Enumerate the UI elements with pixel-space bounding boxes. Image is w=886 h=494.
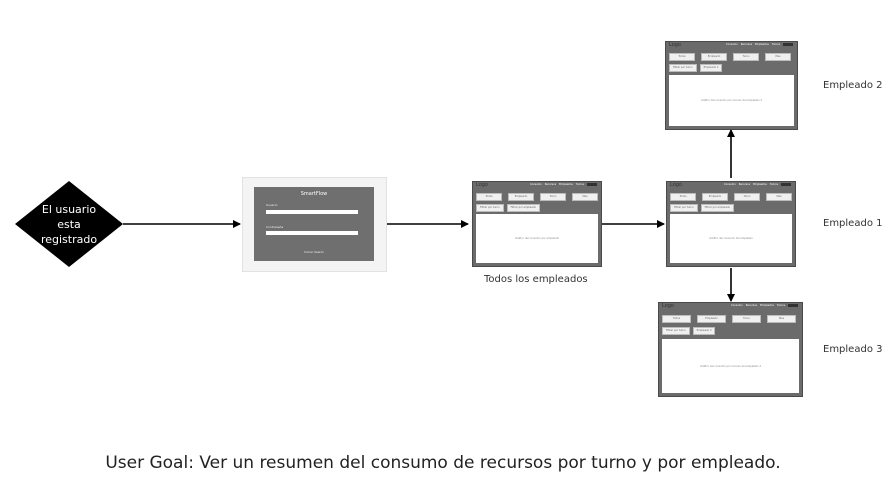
chart-panel: Gráfico del consumo por empleado: [476, 214, 598, 263]
filter-buttons: Todos Empleado Turno Mes: [476, 193, 598, 201]
label-todos-empleados: Todos los empleados: [484, 274, 588, 285]
select-turno[interactable]: Filtrar por turno: [670, 204, 698, 212]
label-empleado-3: Empleado 3: [823, 344, 883, 355]
select-row: Filtrar por turno Empleado 3: [662, 327, 716, 335]
login-screen: SmartFlow Usuario Contraseña Iniciar Ses…: [242, 177, 387, 272]
filter-button[interactable]: Todos: [669, 53, 695, 61]
filter-button[interactable]: Turno: [733, 53, 759, 61]
filter-button[interactable]: Mes: [767, 315, 796, 323]
nav-button[interactable]: [587, 183, 597, 186]
nav-item[interactable]: Empleados: [559, 183, 573, 186]
password-input[interactable]: [266, 231, 358, 235]
screen-empleado-1: Logo Consumo Recursos Empleados Turnos T…: [666, 181, 796, 267]
user-input[interactable]: [266, 210, 358, 214]
filter-buttons: Todos Empleado Turno Mes: [669, 53, 791, 61]
nav-item[interactable]: Turnos: [575, 183, 584, 186]
login-submit-button[interactable]: Iniciar Sesión: [303, 250, 324, 254]
filter-buttons: Todos Empleado Turno Mes: [662, 315, 796, 323]
filter-button[interactable]: Empleado: [702, 193, 728, 201]
select-turno[interactable]: Filtrar por turno: [662, 327, 690, 335]
select-empleado[interactable]: Filtrar por empleado: [506, 204, 540, 212]
filter-button[interactable]: Turno: [732, 315, 761, 323]
nav-button[interactable]: [781, 183, 791, 186]
nav-item[interactable]: Consumo: [726, 43, 738, 46]
login-form: SmartFlow Usuario Contraseña Iniciar Ses…: [254, 187, 374, 261]
nav-item[interactable]: Recursos: [740, 43, 753, 46]
filter-button[interactable]: Turno: [540, 193, 566, 201]
screen-nav: Consumo Recursos Empleados Turnos: [530, 183, 597, 186]
filter-button[interactable]: Todos: [476, 193, 502, 201]
screen-empleado-2: Logo Consumo Recursos Empleados Turnos T…: [665, 41, 798, 130]
decision-text: El usuario esta registrado: [40, 202, 98, 246]
panel-text: Gráfico del consumo del empleado: [709, 237, 753, 240]
screen-logo: Logo: [662, 303, 674, 309]
user-goal-caption: User Goal: Ver un resumen del consumo de…: [105, 453, 781, 473]
select-turno[interactable]: Filtrar por turno: [476, 204, 504, 212]
filter-button[interactable]: Mes: [765, 53, 791, 61]
select-row: Filtrar por turno Filtrar por empleado: [476, 204, 540, 212]
decision-node: El usuario esta registrado: [15, 181, 123, 267]
select-empleado[interactable]: Filtrar por empleado: [700, 204, 734, 212]
panel-text: Gráfico del consumo por empleado: [515, 237, 559, 240]
filter-button[interactable]: Mes: [766, 193, 792, 201]
nav-item[interactable]: Empleados: [760, 304, 774, 307]
nav-item[interactable]: Empleados: [753, 183, 767, 186]
screen-logo: Logo: [670, 182, 682, 188]
select-empleado[interactable]: Empleado 3: [692, 327, 716, 335]
filter-buttons: Todos Empleado Turno Mes: [670, 193, 792, 201]
select-row: Filtrar por turno Empleado 2: [669, 64, 723, 72]
screen-todos-empleados: Logo Consumo Recursos Empleados Turnos T…: [472, 181, 602, 267]
screen-empleado-3: Logo Consumo Recursos Empleados Turnos T…: [658, 302, 803, 397]
nav-item[interactable]: Turnos: [776, 304, 785, 307]
screen-nav: Consumo Recursos Empleados Turnos: [731, 304, 798, 307]
nav-button[interactable]: [788, 304, 798, 307]
screen-nav: Consumo Recursos Empleados Turnos: [724, 183, 791, 186]
chart-panel: Gráfico del consumo del empleado: [670, 214, 792, 263]
nav-item[interactable]: Consumo: [530, 183, 542, 186]
filter-button[interactable]: Todos: [670, 193, 696, 201]
nav-item[interactable]: Recursos: [745, 304, 758, 307]
chart-panel: Gráfico del consumo por recurso del empl…: [669, 75, 794, 126]
label-empleado-1: Empleado 1: [823, 218, 883, 229]
filter-button[interactable]: Mes: [572, 193, 598, 201]
select-empleado[interactable]: Empleado 2: [699, 64, 723, 72]
filter-button[interactable]: Turno: [734, 193, 760, 201]
filter-button[interactable]: Empleado: [508, 193, 534, 201]
select-turno[interactable]: Filtrar por turno: [669, 64, 697, 72]
filter-button[interactable]: Todos: [662, 315, 691, 323]
screen-nav: Consumo Recursos Empleados Turnos: [726, 43, 793, 46]
panel-text: Gráfico del consumo por recurso del empl…: [699, 364, 762, 368]
label-empleado-2: Empleado 2: [823, 80, 883, 91]
nav-item[interactable]: Recursos: [544, 183, 557, 186]
nav-item[interactable]: Recursos: [738, 183, 751, 186]
nav-item[interactable]: Consumo: [731, 304, 743, 307]
user-label: Usuario: [266, 203, 278, 207]
diamond-shape: [15, 181, 123, 267]
panel-text: Gráfico del consumo por recurso del empl…: [700, 99, 763, 102]
screen-logo: Logo: [476, 182, 488, 188]
screen-logo: Logo: [669, 42, 681, 48]
nav-item[interactable]: Empleados: [755, 43, 769, 46]
login-title: SmartFlow: [300, 191, 328, 197]
chart-panel: Gráfico del consumo por recurso del empl…: [662, 339, 799, 393]
nav-item[interactable]: Turnos: [769, 183, 778, 186]
filter-button[interactable]: Empleado: [701, 53, 727, 61]
filter-button[interactable]: Empleado: [697, 315, 726, 323]
nav-button[interactable]: [783, 43, 793, 46]
password-label: Contraseña: [266, 225, 284, 229]
nav-item[interactable]: Consumo: [724, 183, 736, 186]
nav-item[interactable]: Turnos: [771, 43, 780, 46]
select-row: Filtrar por turno Filtrar por empleado: [670, 204, 734, 212]
